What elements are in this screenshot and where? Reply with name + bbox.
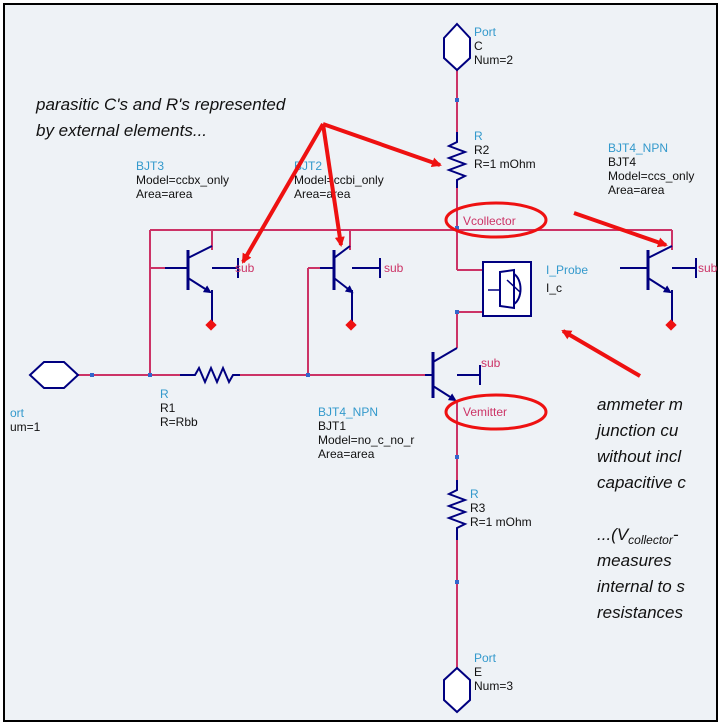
port-left[interactable]: ort um=1: [10, 361, 80, 434]
bjt3-line-3: Area=area: [136, 187, 193, 201]
bjt1-line-2: BJT1: [318, 419, 346, 433]
bjt2-line-2: Model=ccbi_only: [294, 173, 384, 187]
annotation-ammeter-line-1: ammeter m: [597, 395, 683, 414]
transistor-bjt4[interactable]: sub BJT4_NPN BJT4 Model=ccs_only Area=ar…: [608, 141, 718, 331]
arrow-to-bjt3: [241, 122, 325, 264]
annotation-measures-line-2: internal to s: [597, 577, 685, 596]
node-vemitter: Vemitter: [463, 405, 507, 419]
arrow-to-bjt4: [573, 211, 668, 248]
vcollector-highlight: [444, 201, 548, 239]
resistor-r2[interactable]: R R2 R=1 mOhm: [446, 129, 536, 188]
probe-line-2: I_c: [546, 281, 562, 295]
probe-line-1: I_Probe: [546, 263, 588, 277]
bjt4-line-4: Area=area: [608, 183, 665, 197]
r3-line-3: R=1 mOhm: [470, 515, 532, 529]
bjt1-line-4: Area=area: [318, 447, 375, 461]
bjt1-line-3: Model=no_c_no_r: [318, 433, 414, 447]
port-bottom[interactable]: Port E Num=3: [443, 651, 513, 714]
r1-line-3: R=Rbb: [160, 415, 198, 429]
schematic-background: [3, 3, 718, 722]
measures-subscript: collector: [628, 533, 674, 547]
annotation-ammeter-line-2: junction cu: [595, 421, 679, 440]
port-top[interactable]: Port C Num=2: [443, 22, 513, 72]
bjt4-line-3: Model=ccs_only: [608, 169, 694, 183]
annotation-measures-line-1: measures: [597, 551, 672, 570]
port-left-line-1: ort: [10, 406, 25, 420]
arrow-to-bjt2: [321, 123, 345, 247]
bjt3-sub-label: sub: [235, 261, 255, 275]
bjt2-sub-label: sub: [384, 261, 404, 275]
node-vcollector: Vcollector: [463, 214, 516, 228]
arrow-to-r2: [322, 122, 442, 168]
r2-line-3: R=1 mOhm: [474, 157, 536, 171]
annotation-ammeter-line-3: without incl: [597, 447, 682, 466]
bjt2-line-3: Area=area: [294, 187, 351, 201]
bjt1-line-1: BJT4_NPN: [318, 405, 378, 419]
annotation-parasitic-line-2: by external elements...: [36, 121, 207, 140]
port-top-line-3: Num=2: [474, 53, 513, 67]
bjt4-line-1: BJT4_NPN: [608, 141, 668, 155]
annotation-ammeter-line-4: capacitive c: [597, 473, 686, 492]
r3-line-2: R3: [470, 501, 486, 515]
annotation-parasitic-line-1: parasitic C's and R's represented: [35, 95, 286, 114]
resistor-r3[interactable]: R R3 R=1 mOhm: [446, 480, 532, 540]
transistor-bjt1[interactable]: sub BJT4_NPN BJT1 Model=no_c_no_r Area=a…: [318, 347, 501, 461]
measures-prefix: ...(V: [597, 525, 630, 544]
transistor-bjt3[interactable]: sub BJT3 Model=ccbx_only Area=area: [136, 159, 255, 331]
bjt3-line-1: BJT3: [136, 159, 164, 173]
measures-suffix: -: [673, 525, 679, 544]
bjt4-sub-label: sub: [698, 261, 718, 275]
bjt1-sub-label: sub: [481, 356, 501, 370]
r1-line-2: R1: [160, 401, 176, 415]
annotation-measures-line-3: resistances: [597, 603, 683, 622]
bjt4-line-2: BJT4: [608, 155, 636, 169]
annotation-arrows: [241, 122, 668, 378]
r3-line-1: R: [470, 487, 479, 501]
bjt3-line-2: Model=ccbx_only: [136, 173, 229, 187]
r2-line-1: R: [474, 129, 483, 143]
current-probe[interactable]: I_Probe I_c: [482, 261, 588, 317]
port-left-line-2: um=1: [10, 420, 41, 434]
port-bottom-line-1: Port: [474, 651, 497, 665]
r2-line-2: R2: [474, 143, 490, 157]
r1-line-1: R: [160, 387, 169, 401]
resistor-r1[interactable]: R R1 R=Rbb: [160, 365, 240, 429]
pin-dots: [90, 98, 459, 584]
port-top-line-1: Port: [474, 25, 497, 39]
port-bottom-line-2: E: [474, 665, 482, 679]
port-bottom-line-3: Num=3: [474, 679, 513, 693]
arrow-to-probe: [561, 329, 642, 378]
vemitter-highlight: [444, 393, 548, 431]
port-top-line-2: C: [474, 39, 483, 53]
annotation-measures-formula: ...(Vcollector-: [597, 525, 679, 547]
